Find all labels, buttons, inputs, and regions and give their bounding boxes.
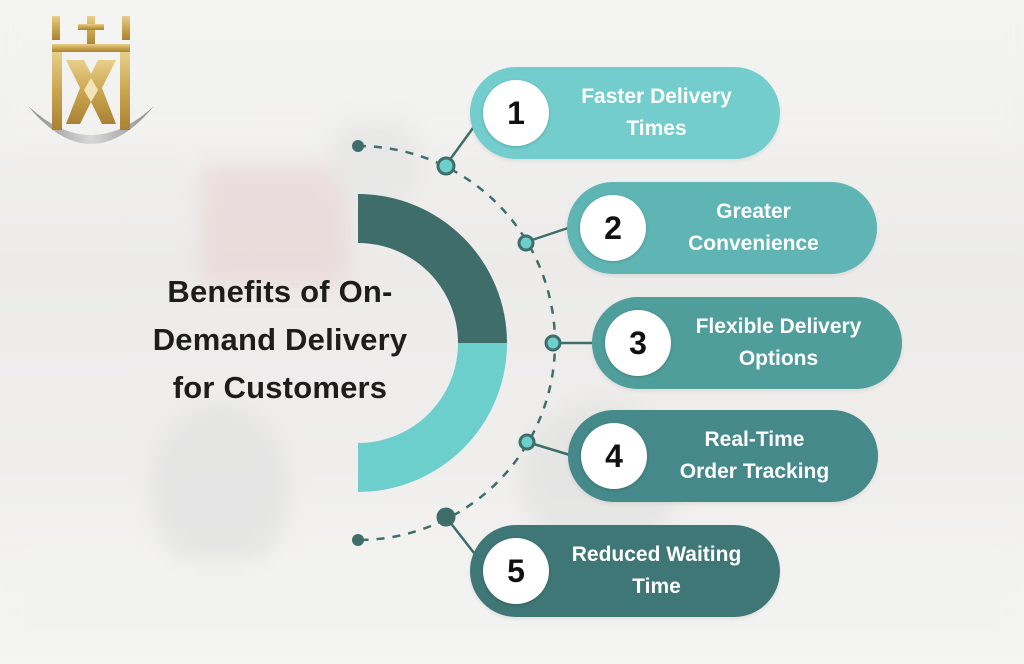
- connector-dot-1: [436, 156, 456, 176]
- diagram-title: Benefits of On- Demand Delivery for Cust…: [110, 268, 450, 412]
- benefit-label-3: Flexible Delivery Options: [671, 311, 902, 375]
- benefit-pill-5: 5 Reduced Waiting Time: [470, 525, 780, 617]
- benefit-number-1: 1: [483, 80, 549, 146]
- connector-dot-5: [436, 507, 456, 527]
- connector-dot-3: [544, 334, 562, 352]
- connector-dot-2: [517, 234, 535, 252]
- crown-monogram-logo: [28, 16, 154, 144]
- arc-end-dot: [352, 534, 364, 546]
- benefit-number-5: 5: [483, 538, 549, 604]
- benefit-label-5-line2: Time: [632, 575, 681, 598]
- benefit-label-2: Greater Convenience: [646, 196, 877, 260]
- benefit-label-1: Faster Delivery Times: [549, 81, 780, 145]
- benefit-label-2-line1: Greater: [716, 200, 791, 223]
- benefit-number-3: 3: [605, 310, 671, 376]
- ring-dark-segment: [358, 194, 507, 343]
- benefit-label-4-line1: Real-Time: [704, 428, 805, 451]
- title-line-2: Demand Delivery: [152, 322, 408, 357]
- benefit-pill-3: 3 Flexible Delivery Options: [592, 297, 902, 389]
- benefit-label-4-line2: Order Tracking: [679, 460, 830, 483]
- benefit-pill-2: 2 Greater Convenience: [567, 182, 877, 274]
- benefit-number-4: 4: [581, 423, 647, 489]
- benefit-label-5: Reduced Waiting Time: [549, 539, 780, 603]
- benefit-label-1-line1: Faster Delivery: [581, 85, 732, 108]
- benefit-number-2: 2: [580, 195, 646, 261]
- benefit-pill-4: 4 Real-Time Order Tracking: [568, 410, 878, 502]
- title-line-3: for Customers: [172, 370, 388, 405]
- title-line-1: Benefits of On-: [167, 274, 393, 309]
- benefit-label-4: Real-Time Order Tracking: [647, 424, 878, 488]
- arc-start-dot: [352, 140, 364, 152]
- benefit-label-1-line2: Times: [626, 117, 687, 140]
- benefit-label-3-line2: Options: [738, 347, 819, 370]
- benefit-pill-1: 1 Faster Delivery Times: [470, 67, 780, 159]
- benefit-label-5-line1: Reduced Waiting: [571, 543, 742, 566]
- connector-dot-4: [518, 433, 536, 451]
- benefit-label-2-line2: Convenience: [688, 232, 819, 255]
- ring-light-segment: [358, 343, 507, 492]
- benefit-label-3-line1: Flexible Delivery: [695, 315, 862, 338]
